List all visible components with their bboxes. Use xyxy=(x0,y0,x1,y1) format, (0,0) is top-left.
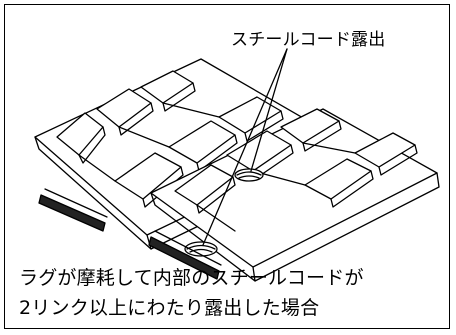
caption: ラグが摩耗して内部のスチールコードが 2リンク以上にわたり露出した場合 xyxy=(19,263,439,323)
figure-frame: スチールコード露出 ラグが摩耗して内部のスチールコードが 2リンク以上にわたり露… xyxy=(4,4,450,329)
right-track-link xyxy=(148,108,440,282)
callout-leaders xyxy=(202,48,288,246)
left-track-link xyxy=(34,58,346,250)
steel-cord-exposed-label: スチールコード露出 xyxy=(231,30,386,50)
track-illustration xyxy=(34,48,440,282)
caption-line-1: ラグが摩耗して内部のスチールコードが xyxy=(19,267,364,289)
caption-line-2: 2リンク以上にわたり露出した場合 xyxy=(19,297,320,319)
